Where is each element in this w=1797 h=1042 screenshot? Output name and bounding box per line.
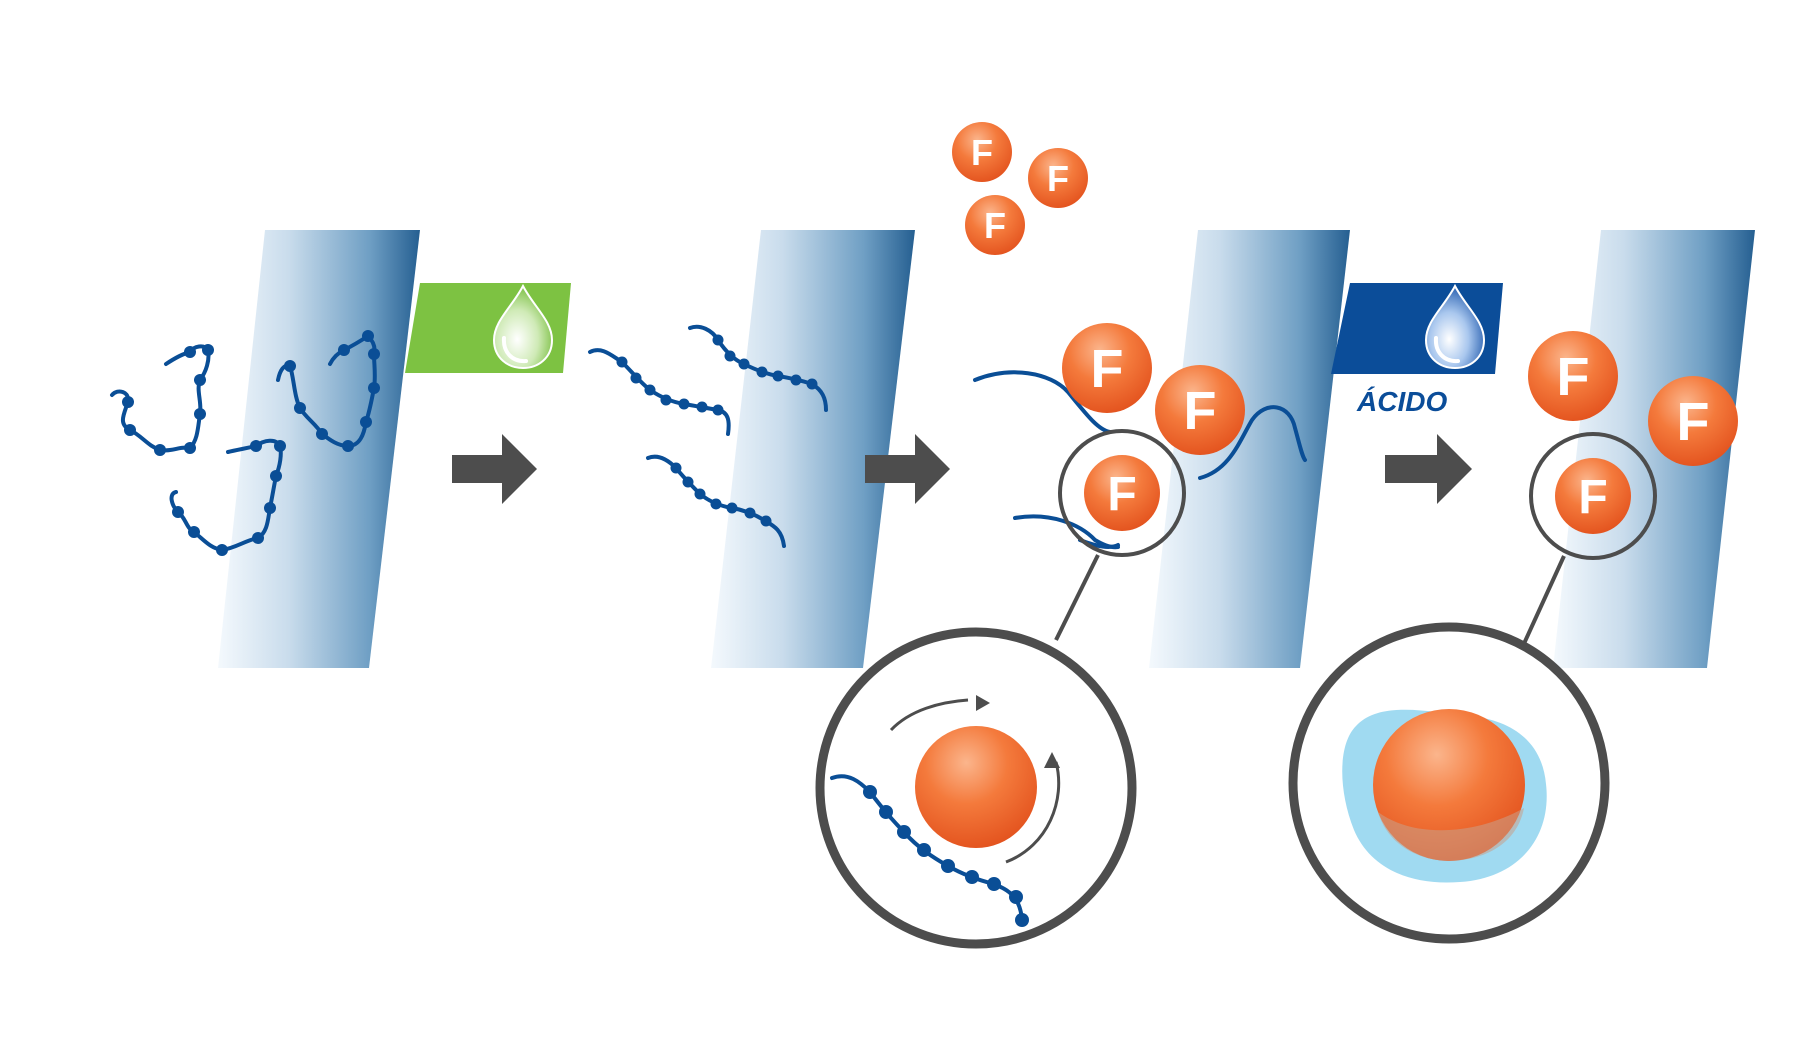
highlight-ring [1529, 432, 1657, 560]
fluorine-ball-label: F [1107, 468, 1136, 521]
fluorine-particle-core [1373, 709, 1525, 861]
acid-drop-icon [1424, 283, 1486, 370]
polymer-beads [122, 330, 380, 556]
fiber-2 [711, 230, 915, 668]
fluorine-ball-label: F [1578, 471, 1607, 524]
fluorine-ball-label: F [1677, 392, 1710, 452]
fluorine-ball: F [1155, 365, 1245, 455]
fluorine-ball: F [965, 195, 1025, 255]
zoom-connector [1054, 554, 1100, 641]
fluorine-ball: F [1528, 331, 1618, 421]
fluorine-ball-label: F [971, 132, 993, 173]
fluorine-particle-core [915, 726, 1037, 848]
free-fluorine-particles: F F F [952, 122, 1088, 255]
fluorine-ball-label: F [1091, 339, 1124, 399]
stretched-polymer-beads [616, 334, 818, 527]
fluorine-ball-label: F [1184, 381, 1217, 441]
fiber-3 [1149, 230, 1350, 668]
zoom-detail-coated [1288, 622, 1610, 944]
fluorine-ball: F [1648, 376, 1738, 466]
zoom-connector [1520, 555, 1566, 649]
arrow-right-icon [452, 434, 537, 504]
fluorine-ball: F [1084, 455, 1160, 531]
highlight-ring [1058, 429, 1186, 557]
fluorine-ball: F [952, 122, 1012, 182]
fluorine-ball-label: F [1047, 158, 1069, 199]
fluorine-ball-label: F [984, 205, 1006, 246]
fluorine-ball: F [1062, 323, 1152, 413]
arrow-right-icon [1385, 434, 1472, 504]
rotation-arrow-icon [1044, 752, 1060, 768]
rotation-arrow-icon [976, 695, 990, 711]
acid-label: ÁCIDO [1356, 386, 1447, 417]
zoom-detail-bound [815, 627, 1137, 949]
fluorine-ball-label: F [1557, 347, 1590, 407]
arrow-right-icon [865, 434, 950, 504]
fluorine-ball: F [1028, 148, 1088, 208]
fluorine-ball: F [1555, 458, 1631, 534]
water-drop-icon [492, 283, 554, 370]
